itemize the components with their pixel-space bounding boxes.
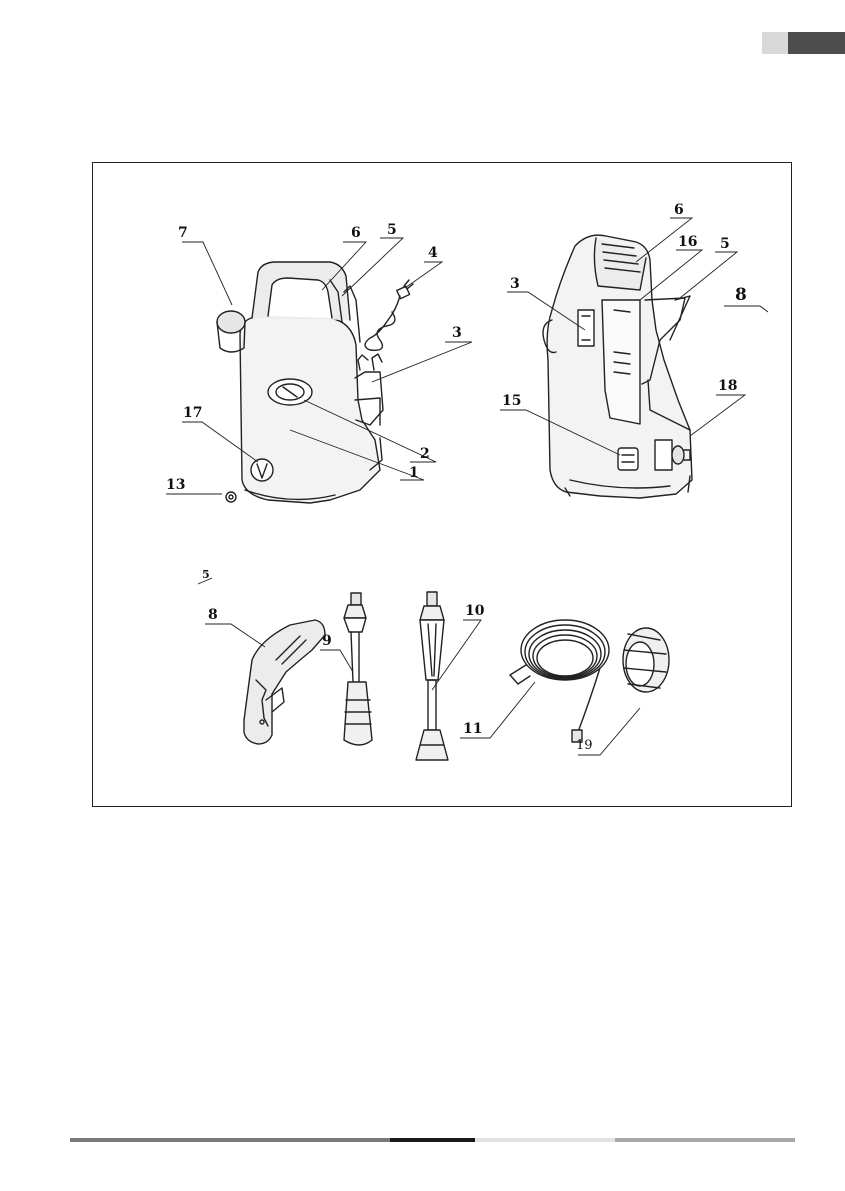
footer-bar-light (475, 1138, 615, 1142)
footer-bar-dark (390, 1138, 475, 1142)
footer-bar-mid (70, 1138, 390, 1142)
footer-bar-end (615, 1138, 795, 1142)
figure-frame (92, 162, 792, 807)
